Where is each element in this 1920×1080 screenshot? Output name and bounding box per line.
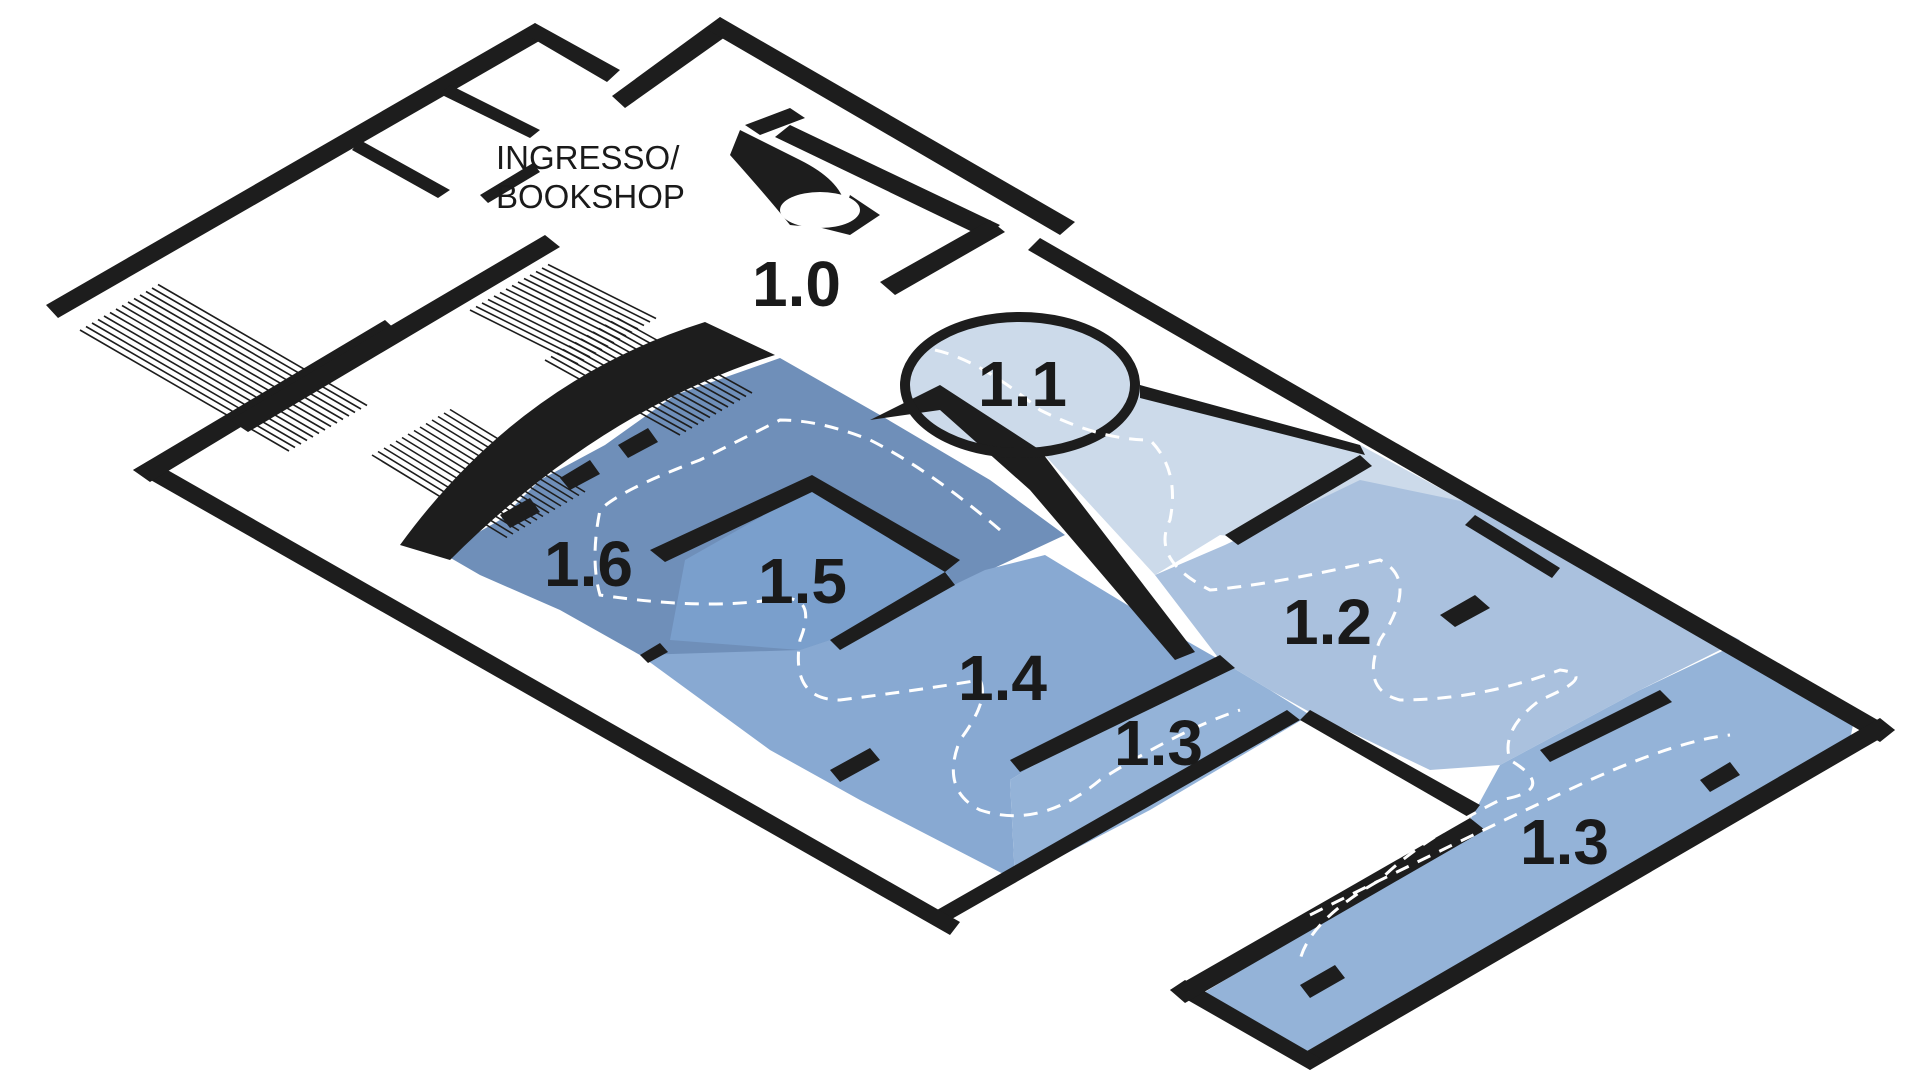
room-1-2-area[interactable]	[1155, 480, 1740, 770]
room-label-1-1: 1.1	[978, 348, 1067, 420]
stair-step	[541, 267, 651, 323]
visitor-route-path	[934, 348, 1578, 961]
room-label-1-0: 1.0	[752, 248, 841, 320]
stair-step	[97, 318, 308, 442]
room-label-1-5: 1.5	[758, 545, 847, 617]
visitor-route-path-2	[593, 418, 1241, 818]
room-1-3-area-right[interactable]	[1200, 645, 1855, 1055]
stair-step	[91, 322, 302, 445]
stair-step	[79, 329, 290, 452]
room-1-3-area-left[interactable]	[1010, 660, 1310, 880]
stair-step	[133, 297, 344, 421]
rotunda-wall	[900, 312, 1140, 458]
entrance-label-line-2: BOOKSHOP	[496, 178, 685, 215]
stair-step	[157, 283, 368, 407]
keyhole-opening	[780, 192, 860, 228]
room-label-1-2: 1.2	[1283, 586, 1372, 658]
room-label-1-3-right: 1.3	[1520, 806, 1609, 878]
stair-step	[151, 287, 362, 410]
stair-step	[121, 304, 332, 428]
stairs	[79, 263, 753, 539]
stairs-left	[79, 283, 368, 452]
room-1-5-area[interactable]	[670, 488, 950, 650]
walls	[46, 17, 1895, 1070]
stair-step	[535, 270, 645, 327]
room-1-4-area[interactable]	[640, 555, 1220, 880]
room-fills	[442, 320, 1855, 1055]
stair-step	[85, 325, 296, 449]
stair-step	[109, 311, 320, 435]
stair-step	[547, 263, 657, 320]
visitor-route-path-3	[1309, 733, 1731, 917]
room-label-1-6: 1.6	[544, 528, 633, 600]
stair-step	[127, 301, 338, 424]
stair-step	[139, 294, 350, 417]
room-label-1-4: 1.4	[958, 642, 1047, 714]
stair-step	[145, 290, 356, 414]
room-label-1-3-left: 1.3	[1114, 707, 1203, 779]
stair-step	[103, 315, 314, 438]
entrance-label-line-1: INGRESSO/	[496, 139, 680, 176]
stair-step	[115, 308, 326, 431]
